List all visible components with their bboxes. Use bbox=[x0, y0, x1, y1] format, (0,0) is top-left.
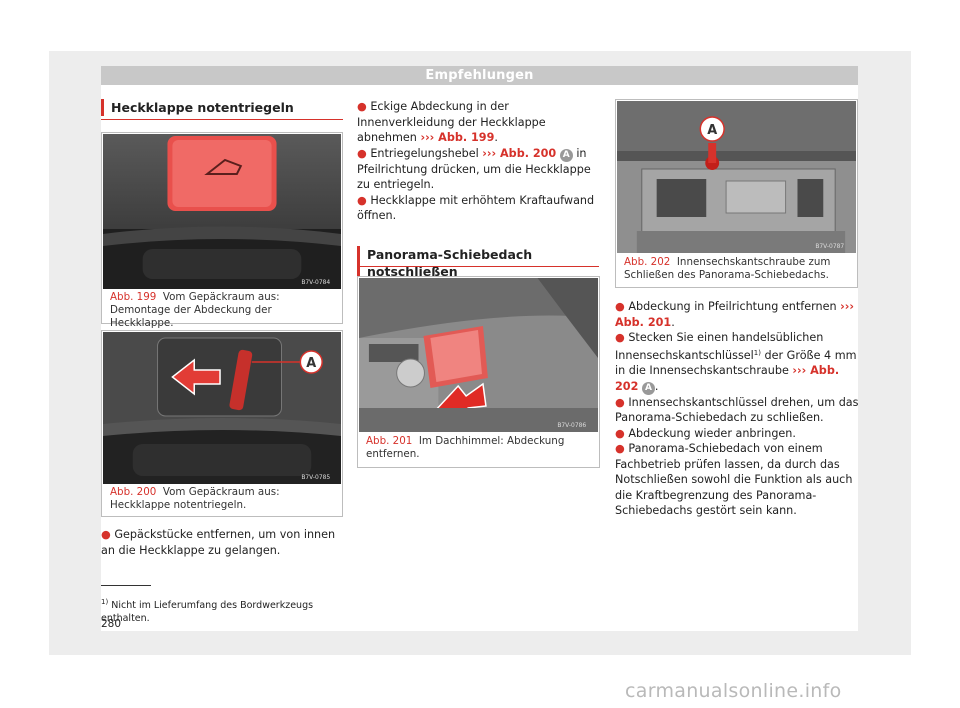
list-item: ● Abdeckung in Pfeilrichtung entfernen ›… bbox=[615, 300, 854, 329]
footnote-text: Nicht im Lieferumfang des Bordwerkzeugs … bbox=[101, 600, 314, 624]
section-title-panorama: Panorama-Schiebedach notschließen bbox=[357, 246, 599, 280]
footnote: 1) Nicht im Lieferumfang des Bordwerkzeu… bbox=[101, 596, 343, 625]
figure-199-caption: Abb. 199 Vom Gepäckraum aus: Demontage d… bbox=[110, 291, 336, 330]
figure-201-image: B7V-0786 bbox=[359, 278, 598, 432]
list-item: ● Stecken Sie einen handelsüblichen Inne… bbox=[615, 331, 857, 395]
figure-200-caption-text: Vom Gepäckraum aus: Heckklappe notentrie… bbox=[110, 486, 280, 511]
page-header: Empfehlungen bbox=[101, 66, 858, 85]
list-item: ● Innensechskantschlüssel drehen, um das… bbox=[615, 395, 859, 425]
figure-199-code: B7V-0784 bbox=[301, 279, 330, 286]
figure-202: A B7V-0787 Abb. 202 Innensechskantschrau… bbox=[615, 99, 858, 288]
footnote-mark[interactable]: 1) bbox=[753, 348, 761, 357]
figure-202-caption: Abb. 202 Innensechskantschraube zum Schl… bbox=[624, 256, 851, 282]
figure-199-caption-text: Vom Gepäckraum aus: Demontage der Abdeck… bbox=[110, 291, 280, 329]
figure-199: B7V-0784 Abb. 199 Vom Gepäckraum aus: De… bbox=[101, 132, 343, 329]
figure-201-caption: Abb. 201 Im Dachhimmel: Abdeckung entfer… bbox=[366, 435, 593, 461]
figure-200-caption: Abb. 200 Vom Gepäckraum aus: Heckklappe … bbox=[110, 486, 336, 512]
col2-text: ● Eckige Abdeckung in der Innenverkleidu… bbox=[357, 99, 602, 224]
col1-text: ● Gepäckstücke entfernen, um von innen a… bbox=[101, 527, 343, 558]
figure-202-label-a: A bbox=[707, 123, 717, 138]
list-item: ● Gepäckstücke entfernen, um von innen a… bbox=[101, 528, 336, 557]
label-a-badge: A bbox=[641, 381, 655, 395]
label-a-badge: A bbox=[559, 148, 573, 162]
figure-201-caption-text: Im Dachhimmel: Abdeckung entfernen. bbox=[366, 435, 565, 460]
ref-abb-202[interactable]: ››› Abb. 202 bbox=[615, 364, 840, 393]
list-item: ● Heckklappe mit erhöhtem Kraftaufwand ö… bbox=[357, 193, 595, 223]
watermark: carmanualsonline.info bbox=[625, 680, 842, 702]
section-rule bbox=[101, 119, 343, 120]
ref-abb-199[interactable]: ››› Abb. 199 bbox=[420, 131, 495, 144]
ref-abb-201[interactable]: ››› Abb. 201 bbox=[615, 300, 854, 329]
page-number: 280 bbox=[101, 618, 122, 630]
list-item: ● Entriegelungshebel ››› Abb. 200 A in P… bbox=[357, 146, 591, 192]
figure-202-caption-text: Innensechskantschraube zum Schließen des… bbox=[624, 256, 831, 281]
section-rule bbox=[357, 266, 599, 267]
figure-200-number: Abb. 200 bbox=[110, 486, 157, 498]
figure-200: A B7V-0785 Abb. 200 Vom Gepäckraum aus: … bbox=[101, 330, 343, 517]
figure-200-image: A B7V-0785 bbox=[103, 332, 341, 484]
figure-201-number: Abb. 201 bbox=[366, 435, 413, 447]
list-item: ● Abdeckung wieder anbringen. bbox=[615, 426, 796, 440]
figure-202-code: B7V-0787 bbox=[815, 243, 844, 250]
figure-199-image: B7V-0784 bbox=[103, 134, 341, 289]
figure-200-code: B7V-0785 bbox=[301, 474, 330, 481]
figure-201: B7V-0786 Abb. 201 Im Dachhimmel: Abdecku… bbox=[357, 276, 600, 468]
figure-200-label-a: A bbox=[306, 356, 316, 371]
footnote-number: 1) bbox=[101, 598, 109, 606]
list-item: ● Eckige Abdeckung in der Innenverkleidu… bbox=[357, 100, 546, 144]
figure-201-code: B7V-0786 bbox=[557, 422, 586, 429]
footnote-rule bbox=[101, 585, 151, 586]
list-item: ● Panorama-Schiebedach von einem Fachbet… bbox=[615, 442, 853, 517]
ref-abb-200[interactable]: ››› Abb. 200 bbox=[482, 146, 557, 160]
section-title-heckklappe: Heckklappe notentriegeln bbox=[101, 99, 343, 116]
col3-text: ● Abdeckung in Pfeilrichtung entfernen ›… bbox=[615, 299, 861, 519]
figure-202-image: A B7V-0787 bbox=[617, 101, 856, 253]
figure-199-number: Abb. 199 bbox=[110, 291, 157, 303]
figure-202-number: Abb. 202 bbox=[624, 256, 671, 268]
